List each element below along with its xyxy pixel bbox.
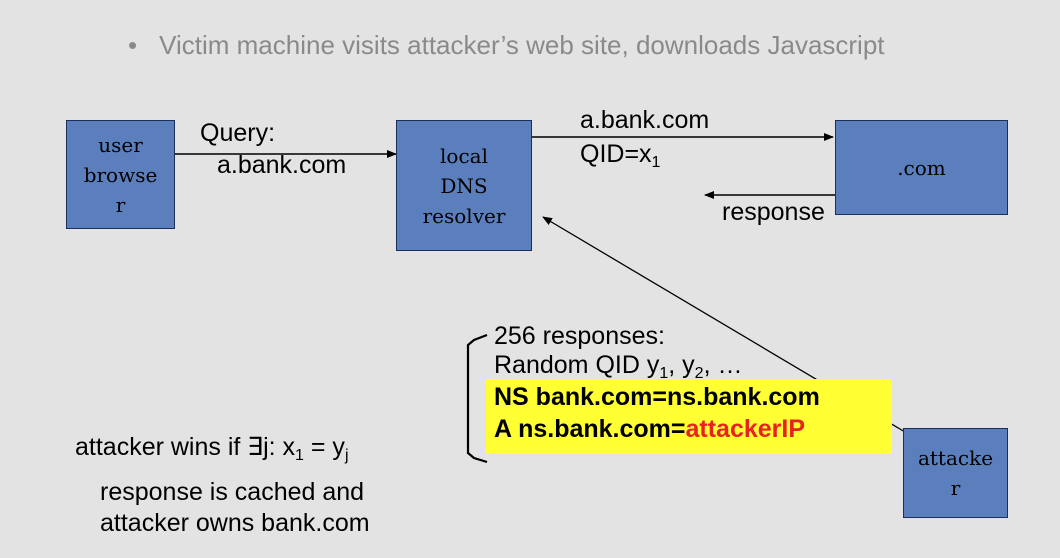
query-label: Query: (200, 119, 276, 147)
bullet-marker: • (128, 30, 138, 60)
win-condition-sub-j: j (344, 447, 349, 464)
qid-label: QID=x1 (580, 140, 660, 177)
response-label: response (722, 198, 825, 226)
user-browser-line-3: r (115, 192, 126, 217)
a-record-prefix: A ns.bank.com= (494, 415, 686, 443)
poisoned-records-highlight: NS bank.com=ns.bank.com A ns.bank.com=at… (486, 379, 892, 454)
attacker-line-2: r (950, 476, 961, 500)
local-dns-line-3: resolver (422, 203, 506, 228)
attacker-box: attacke r (903, 428, 1008, 518)
com-server-label: .com (897, 155, 946, 180)
local-dns-resolver-box: local DNS resolver (396, 120, 532, 251)
win-condition-label: attacker wins if ∃j: x1 = yj (75, 433, 349, 470)
user-browser-line-1: user (98, 132, 143, 157)
upstream-domain-label: a.bank.com (580, 106, 710, 134)
a-record-line: A ns.bank.com=attackerIP (494, 413, 884, 445)
random-qid-label: Random QID y1, y2, … (494, 351, 742, 388)
slide-bullet: • Victim machine visits attacker’s web si… (128, 30, 885, 61)
local-dns-line-1: local (440, 143, 488, 168)
attacker-line-1: attacke (917, 446, 994, 470)
ns-record-line: NS bank.com=ns.bank.com (494, 383, 820, 411)
user-browser-box: user browse r (66, 120, 175, 229)
qid-prefix: QID=x (580, 140, 652, 168)
com-server-box: .com (835, 120, 1008, 215)
qid-subscript: 1 (651, 154, 661, 171)
win-condition-sub-1: 1 (295, 447, 304, 464)
bullet-text: Victim machine visits attacker’s web sit… (159, 30, 885, 60)
win-condition-prefix: attacker wins if ∃j: x (75, 433, 296, 461)
attacker-ip-text: attackerIP (685, 415, 806, 443)
responses-bracket (466, 333, 488, 464)
query-domain-label: a.bank.com (217, 151, 347, 179)
owns-bank-label: attacker owns bank.com (100, 509, 370, 537)
random-qid-mid: , y (668, 351, 695, 379)
random-qid-suffix: , … (703, 351, 743, 379)
win-condition-mid: = y (303, 433, 345, 461)
cached-response-label: response is cached and (100, 478, 365, 506)
random-qid-sub-2: 2 (694, 365, 704, 382)
responses-count-label: 256 responses: (494, 322, 665, 350)
random-qid-prefix: Random QID y (494, 351, 660, 379)
user-browser-line-2: browse (83, 162, 158, 187)
random-qid-sub-1: 1 (659, 365, 669, 382)
local-dns-line-2: DNS (440, 173, 488, 198)
